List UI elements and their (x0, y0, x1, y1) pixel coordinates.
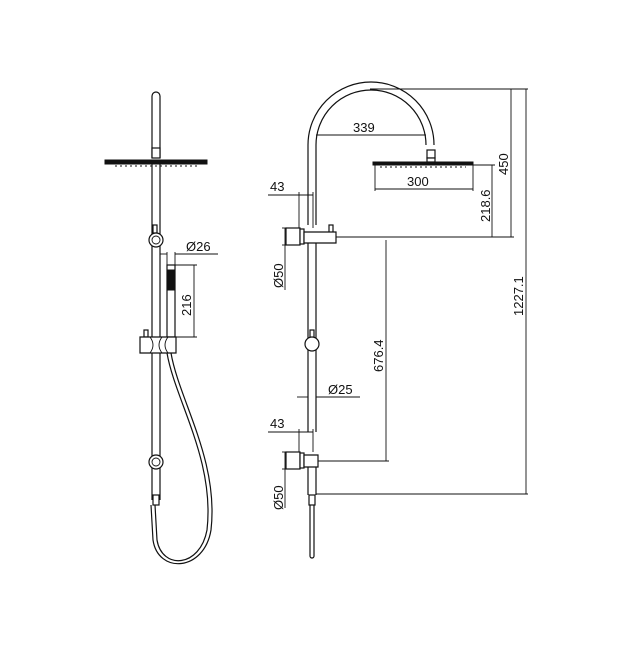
dim-head-to-outlet: 218.6 (473, 164, 495, 237)
side-upper-bracket (148, 224, 164, 248)
side-head-connector (151, 147, 161, 159)
dim-lower-bracket-depth: 43 (268, 416, 314, 452)
dim-text-216: 216 (179, 294, 194, 316)
dim-arm-width: 339 (316, 120, 426, 136)
dim-text-218-6: 218.6 (478, 189, 493, 222)
dim-rail-diameter: Ø25 (297, 382, 360, 398)
dim-overall-height: 1227.1 (316, 89, 528, 495)
dim-upper-bracket-diameter: Ø50 (271, 227, 288, 290)
head-connector (426, 149, 436, 159)
front-shower-head (372, 161, 474, 168)
front-view: 339 300 218.6 450 1227.1 (268, 81, 528, 559)
dim-text-26: Ø26 (186, 239, 211, 254)
side-hose (154, 352, 209, 562)
side-lower-bracket (148, 454, 164, 470)
dim-text-339: 339 (353, 120, 375, 135)
dim-text-1227-1: 1227.1 (511, 276, 526, 316)
dim-text-43-lower: 43 (270, 416, 284, 431)
dim-head-diameter: 300 (374, 165, 474, 191)
dim-upper-bracket-depth: 43 (268, 179, 314, 228)
bottom-outlet-pipe (309, 505, 315, 559)
dim-hand-shower-length: 216 (175, 264, 197, 338)
front-slider (304, 329, 320, 352)
front-lower-bracket (285, 451, 319, 470)
dim-text-50-upper: Ø50 (271, 263, 286, 288)
dim-text-25: Ø25 (328, 382, 353, 397)
dim-outlet-spacing: 676.4 (318, 240, 389, 462)
gooseneck-arm (307, 81, 435, 146)
side-hand-shower (166, 264, 176, 338)
dim-text-450: 450 (496, 153, 511, 175)
dim-text-676-4: 676.4 (371, 339, 386, 372)
dim-text-300: 300 (407, 174, 429, 189)
dim-text-50-lower: Ø50 (271, 485, 286, 510)
dim-text-43-upper: 43 (270, 179, 284, 194)
side-riser-pipe (151, 91, 161, 158)
side-view: Ø26 216 (104, 91, 218, 565)
side-shower-head (104, 159, 208, 167)
dim-lower-bracket-diameter: Ø50 (271, 451, 288, 510)
dim-arm-height: 450 (370, 88, 528, 237)
side-slider (139, 329, 177, 354)
dim-hand-shower-diameter: Ø26 (160, 239, 218, 265)
front-upper-bracket (285, 224, 337, 246)
